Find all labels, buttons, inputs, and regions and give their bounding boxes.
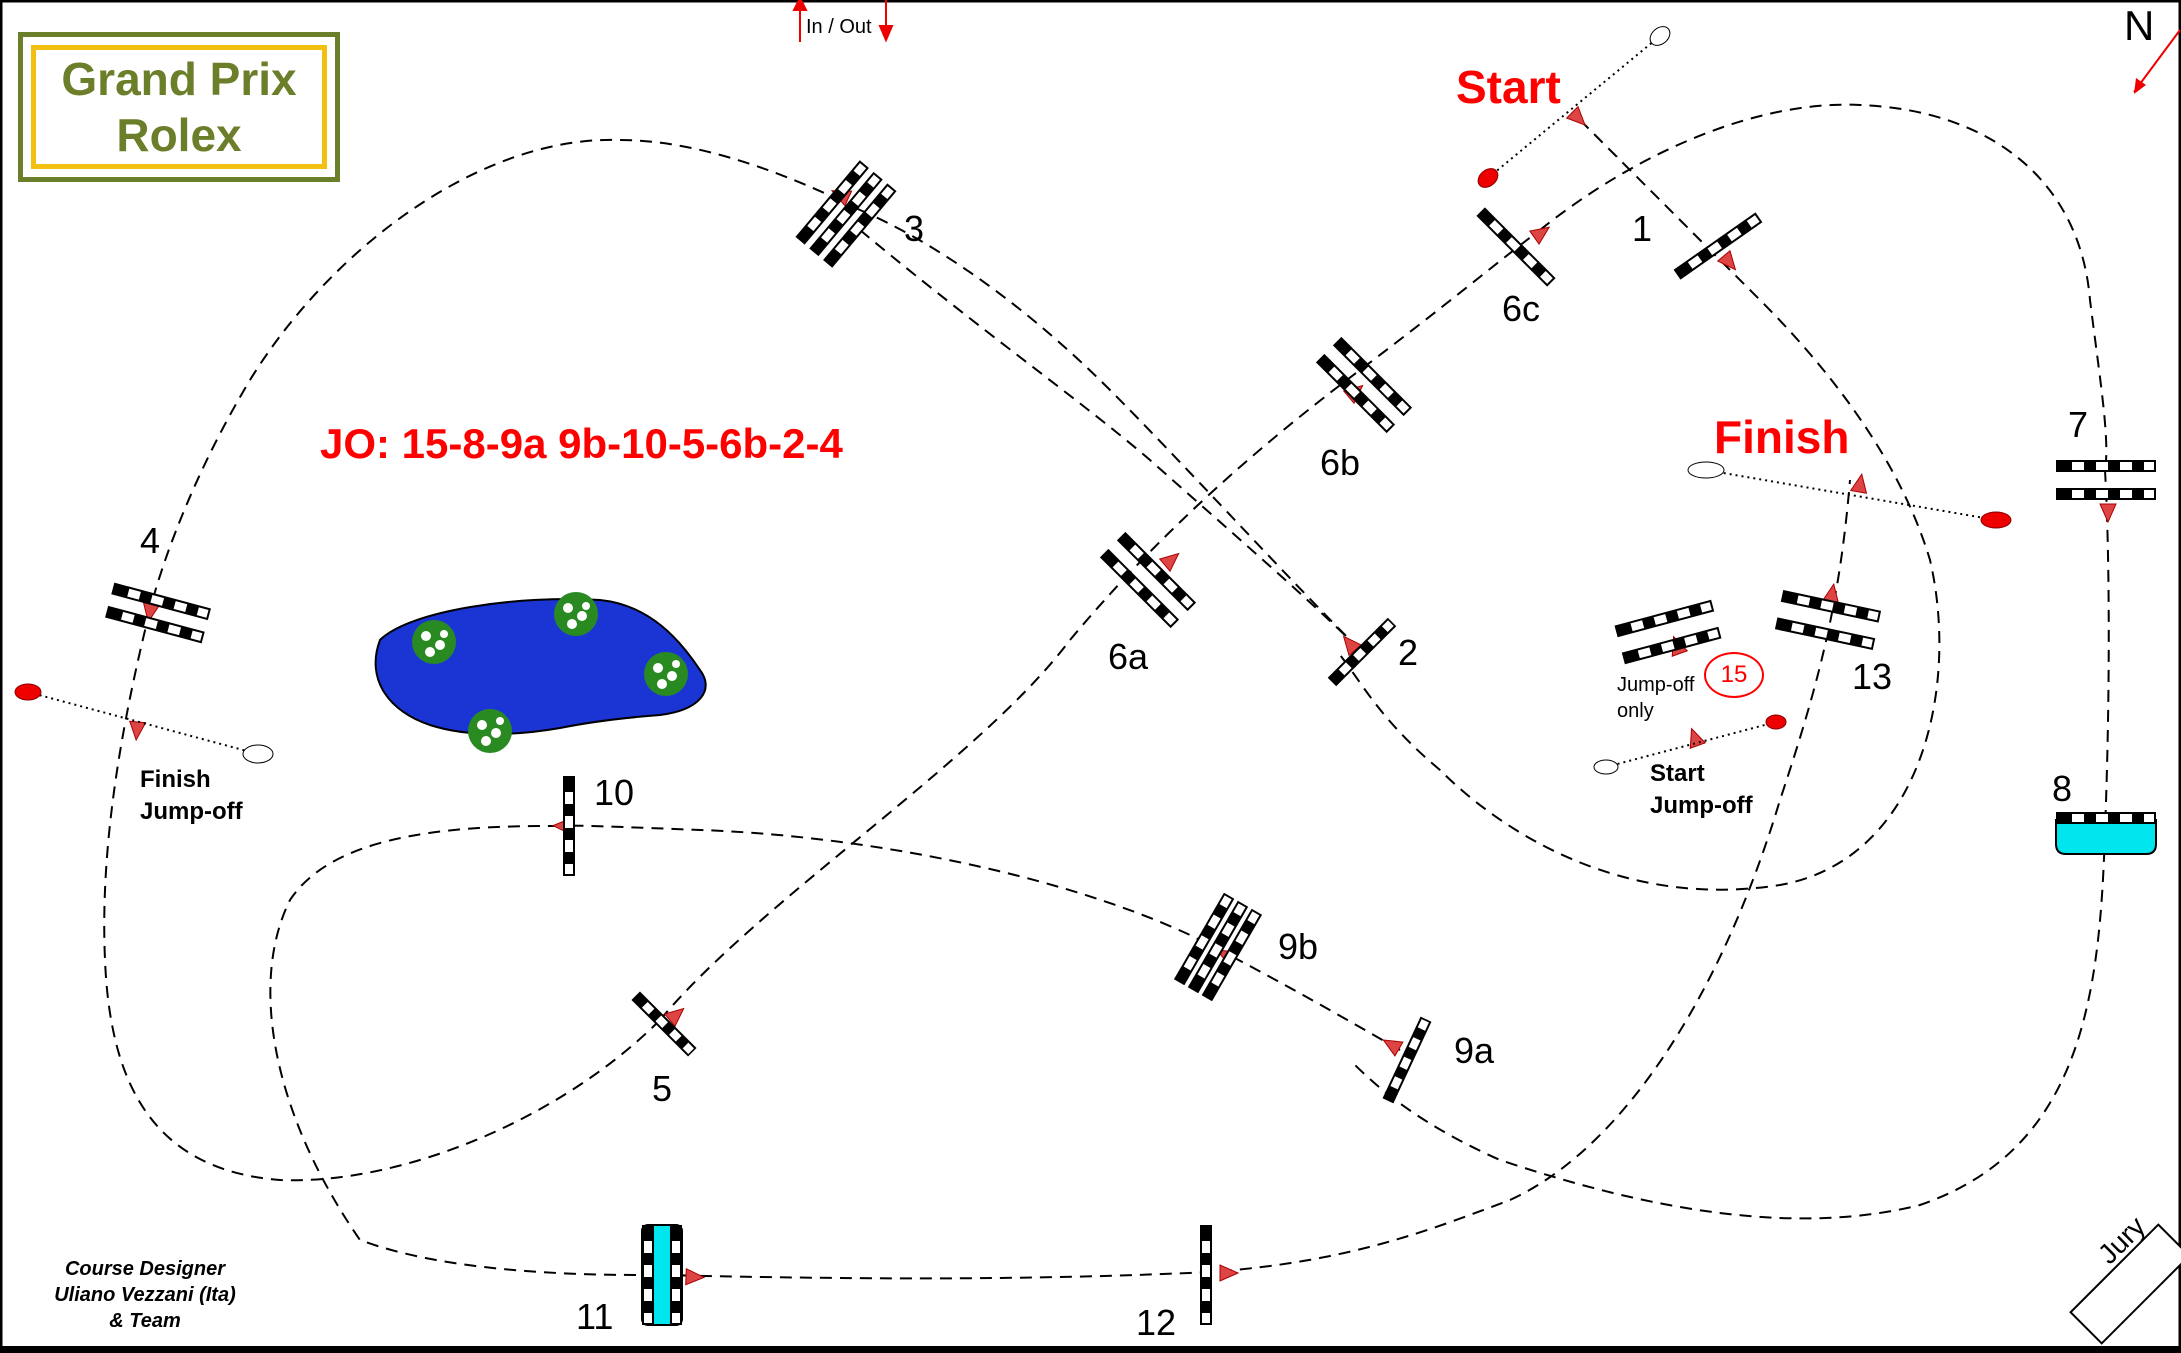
obstacle-label-11: 11 <box>576 1296 614 1337</box>
obstacle-label-12: 12 <box>1136 1302 1177 1343</box>
obstacle-label-13: 13 <box>1852 656 1893 697</box>
finish-jumpoff-line <box>14 683 274 764</box>
obstacle-label-4: 4 <box>140 520 161 561</box>
gate-markers <box>792 0 894 43</box>
obstacle-label-7: 7 <box>2068 404 2089 445</box>
finish-line <box>1687 461 2012 529</box>
obstacle-label-3: 3 <box>904 208 925 249</box>
title-box: Grand Prix Rolex <box>18 32 340 182</box>
jury-box <box>2069 1223 2181 1345</box>
obstacle-15 <box>1614 599 1722 665</box>
finish-label: Finish <box>1714 411 1850 463</box>
flower-bush <box>412 592 688 753</box>
obstacle-label-10: 10 <box>594 772 635 813</box>
obstacle-label-6c: 6c <box>1502 288 1541 329</box>
obstacle-label-9b: 9b <box>1278 926 1319 967</box>
obstacle-9b <box>1173 892 1263 1002</box>
start-line <box>1477 26 1671 188</box>
compass-label: N <box>2124 2 2155 49</box>
obstacle-11 <box>641 1224 683 1326</box>
obstacle-3 <box>795 160 897 268</box>
start-jumpoff-label: Start Jump-off <box>1650 760 1753 819</box>
obstacle-label-8: 8 <box>2052 768 2073 809</box>
obstacle-8-water <box>2055 812 2157 855</box>
obstacle-label-2: 2 <box>1398 632 1419 673</box>
compass-arrow <box>2133 29 2181 94</box>
obstacle-label-1: 1 <box>1632 208 1653 249</box>
pond <box>374 592 707 753</box>
obstacle-12 <box>1200 1225 1212 1325</box>
obstacle-6a <box>1099 531 1197 629</box>
finish-jumpoff-label: Finish Jump-off <box>140 766 243 825</box>
obstacle-1 <box>1673 212 1763 280</box>
jumpoff-only-label: Jump-off only <box>1617 674 1695 722</box>
obstacle-label-6b: 6b <box>1320 442 1361 483</box>
obstacle-10 <box>563 776 575 876</box>
title-line2: Rolex <box>116 109 242 161</box>
obstacle-6b <box>1315 336 1413 434</box>
obstacle-5 <box>631 991 697 1057</box>
course-designer: Course Designer Uliano Vezzani (Ita) & T… <box>54 1258 236 1332</box>
title-line1: Grand Prix <box>61 53 297 105</box>
start-jumpoff-line <box>1593 714 1787 775</box>
obstacle-4 <box>105 582 211 644</box>
start-label: Start <box>1456 61 1561 113</box>
obstacle-6c <box>1476 207 1556 287</box>
obstacle-label-6a: 6a <box>1108 636 1149 677</box>
gate-label: In / Out <box>806 16 872 38</box>
jump-off-sequence: JO: 15-8-9a 9b-10-5-6b-2-4 <box>320 420 843 467</box>
obstacle-label-9a: 9a <box>1454 1030 1495 1071</box>
obstacle-9a <box>1382 1016 1432 1104</box>
course-route <box>103 103 2110 1280</box>
jumpoff-only-number: 15 <box>1704 652 1764 698</box>
obstacle-label-5: 5 <box>652 1068 673 1109</box>
